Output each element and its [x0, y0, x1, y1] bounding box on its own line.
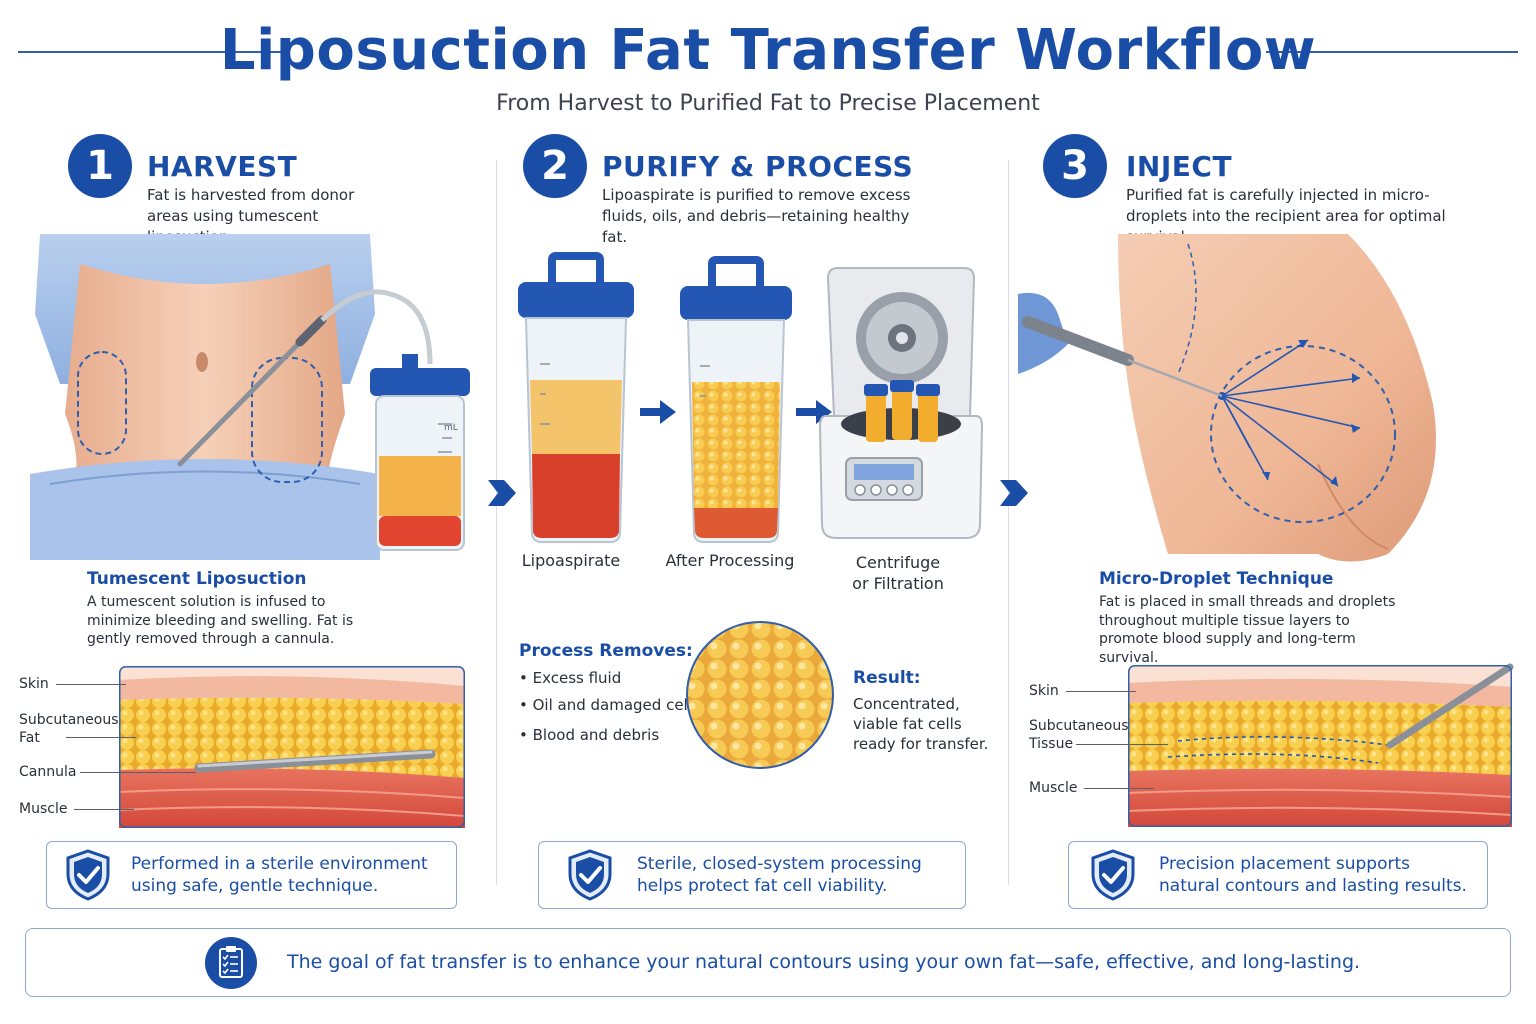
result-heading: Result:	[853, 668, 921, 688]
arrow-right-icon	[796, 400, 832, 424]
micro-droplet-heading: Micro-Droplet Technique	[1099, 569, 1334, 589]
harvest-tissue-cross-section	[118, 666, 466, 828]
step-3-description: Purified fat is carefully injected in mi…	[1126, 186, 1446, 246]
step-1-heading: HARVEST	[147, 150, 298, 183]
step-2-description: Lipoaspirate is purified to remove exces…	[602, 186, 911, 246]
centrifuge-machine	[818, 267, 984, 539]
arrow-right-icon	[488, 480, 516, 506]
title-rule-left	[18, 51, 284, 53]
tumescent-heading: Tumescent Liposuction	[87, 569, 307, 589]
lipoaspirate-jar	[518, 252, 634, 543]
step-2-heading: PURIFY & PROCESS	[602, 150, 914, 183]
harvest-layer-fat: Subcutaneous Fat	[19, 712, 119, 746]
removes-item: • Blood and debris	[519, 726, 660, 744]
inject-note-text: Precision placement supports natural con…	[1159, 854, 1467, 896]
purify-note-text: Sterile, closed-system processing helps …	[637, 854, 922, 896]
fat-cells-magnified	[686, 621, 834, 769]
footer-box	[25, 928, 1511, 997]
shield-check-icon	[66, 849, 110, 901]
harvest-leader-cannula	[80, 772, 196, 773]
harvest-leader-muscle	[74, 809, 134, 810]
step-3-heading: INJECT	[1126, 150, 1233, 183]
harvest-note-box	[46, 841, 457, 909]
page-subtitle: From Harvest to Purified Fat to Precise …	[496, 91, 1040, 116]
inject-layer-skin: Skin	[1029, 683, 1059, 699]
caption-lipoaspirate: Lipoaspirate	[521, 551, 621, 570]
arrow-right-icon	[640, 400, 676, 424]
shield-check-icon	[568, 849, 612, 901]
step-2-number: 2	[523, 134, 587, 198]
recipient-area-illustration	[1018, 234, 1436, 562]
processed-fat-jar	[680, 256, 792, 543]
column-divider-2	[1008, 160, 1009, 885]
inject-leader-subcutaneous	[1076, 744, 1168, 745]
inject-tissue-cross-section	[1127, 663, 1514, 827]
tumescent-body: A tumescent solution is infused to minim…	[87, 594, 354, 647]
collection-canister: mL	[370, 354, 470, 551]
harvest-leader-skin	[56, 684, 126, 685]
inject-leader-muscle	[1084, 788, 1154, 789]
step-3-number: 3	[1043, 134, 1107, 198]
micro-droplet-body: Fat is placed in small threads and dropl…	[1099, 594, 1396, 666]
caption-centrifuge: Centrifuge or Filtration	[852, 553, 944, 593]
inject-leader-skin	[1066, 691, 1136, 692]
inject-layer-muscle: Muscle	[1029, 780, 1078, 796]
harvest-layer-muscle: Muscle	[19, 801, 68, 817]
caption-after-processing: After Processing	[665, 551, 795, 570]
harvest-note-text: Performed in a sterile environment using…	[131, 854, 428, 896]
process-removes-heading: Process Removes:	[519, 641, 693, 661]
inject-layer-subcutaneous: Subcutaneous Tissue	[1029, 718, 1129, 752]
page-title: Liposuction Fat Transfer Workflow	[219, 18, 1317, 83]
inject-note-box	[1068, 841, 1488, 909]
harvest-layer-cannula: Cannula	[19, 764, 77, 780]
step-1-number: 1	[68, 134, 132, 198]
harvest-layer-skin: Skin	[19, 676, 49, 692]
result-text: Concentrated, viable fat cells ready for…	[853, 695, 989, 753]
step-1-description: Fat is harvested from donor areas using …	[147, 186, 355, 246]
harvest-leader-fat	[66, 737, 136, 738]
arrow-right-icon	[1000, 480, 1028, 506]
clipboard-check-icon	[205, 937, 257, 989]
title-rule-right	[1266, 51, 1518, 53]
removes-item: • Excess fluid	[519, 669, 622, 687]
shield-check-icon	[1091, 849, 1135, 901]
footer-message: The goal of fat transfer is to enhance y…	[287, 951, 1361, 973]
canister-unit-mark: mL	[444, 423, 458, 433]
column-divider-1	[496, 160, 497, 885]
abdomen-illustration	[30, 234, 433, 560]
removes-item: • Oil and damaged cells	[519, 696, 700, 714]
